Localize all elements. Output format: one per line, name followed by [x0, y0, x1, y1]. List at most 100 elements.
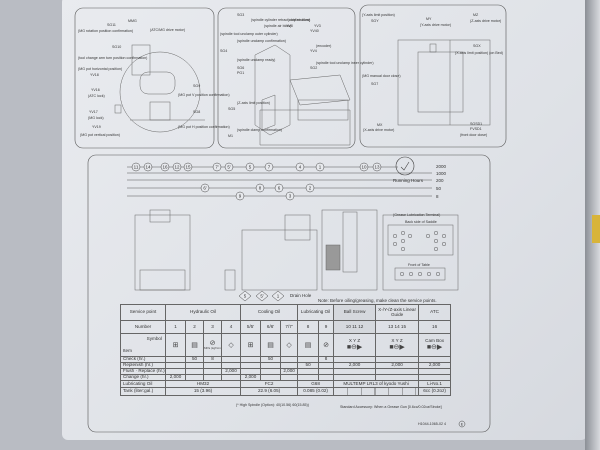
- axes-label: X Y Z: [391, 338, 403, 344]
- callout-number: 6': [203, 186, 207, 191]
- machine-views: [134, 209, 459, 291]
- label: SG2: [310, 66, 317, 70]
- cam-box-label: Cam Box: [425, 338, 445, 344]
- callout-number: 1: [277, 294, 280, 299]
- atc-magazine-sketch: [114, 44, 205, 133]
- filter-icon: ◇: [280, 333, 299, 357]
- header-service-point: Service point: [120, 304, 166, 321]
- oil-atc: Li-No.1: [418, 380, 452, 388]
- label: (spindle tool unclamp inner cylinder): [316, 61, 374, 65]
- oil-lubricating: G68: [297, 380, 335, 388]
- drain-hole-label: Drain Hole: [290, 293, 312, 298]
- service-point-callout: 8: [255, 183, 265, 193]
- cleaning-note: Note: Before oiling/greasing, make clean…: [318, 298, 437, 303]
- label: SG5: [228, 107, 235, 111]
- label: YV17: [89, 110, 98, 114]
- label: SGX: [473, 44, 481, 48]
- spindle-panel-labels: SG3 (spindle cylinder retract confirmati…: [220, 13, 374, 138]
- label: SG7: [371, 82, 378, 86]
- service-point-callout: 4: [295, 162, 305, 172]
- callout-number: 11: [134, 165, 139, 170]
- tank-icon: ▤: [260, 333, 282, 357]
- grease-nipples: [392, 230, 447, 277]
- label: (spindle cylinder retract confirmation): [251, 18, 310, 22]
- label: (Z-axis limit position): [237, 101, 270, 105]
- label: MMG: [128, 19, 137, 23]
- service-point-callout: 15: [183, 162, 193, 172]
- symbol-label: Symbol: [146, 335, 162, 341]
- pressure-gauge-icon: ⊘MPa (kgf/cm2): [203, 333, 222, 357]
- service-point-callout: 2: [305, 183, 315, 193]
- label: SGY: [371, 19, 379, 23]
- service-point-callout: 5: [245, 162, 255, 172]
- label: (MG manual door close): [362, 74, 401, 78]
- spindle-head-sketch: [254, 44, 351, 146]
- service-point-callout: 12: [172, 162, 182, 172]
- part-number: H1044-1065-02 4: [418, 422, 446, 426]
- grease-gun-cell: X Y Z■⊖▶: [375, 333, 420, 357]
- label: SG3: [237, 13, 244, 17]
- spindle-footnote: (* High Spindle (Option): 40(10.56) 60(1…: [236, 403, 309, 407]
- grease-gun-icon: ■⊖▶: [426, 343, 443, 351]
- oil-cooling: FC2: [240, 380, 299, 388]
- grease-terminal-box: [382, 214, 459, 291]
- header-cooling-oil: Cooling Oil: [240, 304, 299, 321]
- label: (Y-axis drive motor): [420, 23, 451, 27]
- label: SG9: [193, 84, 200, 88]
- label: (MG pot vertical position): [80, 133, 120, 137]
- label: PG1: [237, 71, 244, 75]
- service-number: 13 14 15: [375, 320, 420, 334]
- hours-200: 200: [436, 178, 444, 183]
- label: (Z-axis drive motor): [470, 19, 501, 23]
- service-number: 4: [220, 320, 242, 334]
- label: SG10: [112, 45, 121, 49]
- callout-number: 13: [374, 165, 380, 170]
- service-number: 9: [318, 320, 335, 334]
- label: (ATC lock): [88, 94, 105, 98]
- hours-8: 8: [436, 194, 439, 199]
- label: (spindle air blow): [264, 24, 291, 28]
- running-hour-lines: [127, 166, 432, 197]
- hour-values: 2000 1000 200 50 8: [436, 164, 447, 199]
- service-number: 3: [203, 320, 222, 334]
- grease-terminal-title: (Grease Lubrication Terminal): [393, 213, 440, 217]
- label: FVSD1: [470, 127, 482, 131]
- service-point-callout: 6: [274, 183, 284, 193]
- label: (MG pot V position confirmation): [178, 93, 230, 97]
- panel-spindle-frame: [217, 7, 356, 149]
- service-number: 2: [185, 320, 204, 334]
- service-number: 5/5': [240, 320, 262, 334]
- label: MX: [377, 123, 383, 127]
- tank-grease-cells: [333, 387, 420, 396]
- service-point-callout: 10: [359, 162, 369, 172]
- callout-number: 5: [244, 294, 247, 299]
- callout-number: 1: [319, 165, 322, 170]
- callout-number: 8: [259, 186, 262, 191]
- header-atc: ATC: [418, 304, 452, 321]
- service-point-callout: 7: [264, 162, 274, 172]
- callout-number: 5: [249, 165, 252, 170]
- callout-number: 5': [260, 294, 264, 299]
- label: SG6: [237, 66, 244, 70]
- label: YV16: [91, 88, 100, 92]
- label: M1: [228, 134, 233, 138]
- callout-number: 9: [239, 194, 242, 199]
- label: (ATC/MG drive motor): [150, 28, 185, 32]
- label: YV8: [286, 24, 293, 28]
- label: (MG pot H position confirmation): [178, 125, 230, 129]
- callout-number: 7: [268, 165, 271, 170]
- label: (tool change arm turn position confirmat…: [78, 56, 147, 60]
- item-label: Item: [123, 347, 132, 353]
- service-point-callout: 7': [212, 162, 222, 172]
- label: (spindle clamp confirmation): [237, 128, 282, 132]
- label: YV19: [92, 125, 101, 129]
- back-of-saddle-label: Back side of Saddle: [405, 220, 437, 224]
- running-hours-clock-icon: [395, 156, 415, 176]
- tank-icon: ▤: [297, 333, 320, 357]
- label: (chip air blow): [288, 18, 310, 22]
- filter-icon: ◇: [220, 333, 242, 357]
- label: SG8: [193, 110, 200, 114]
- label: SG11: [107, 23, 116, 27]
